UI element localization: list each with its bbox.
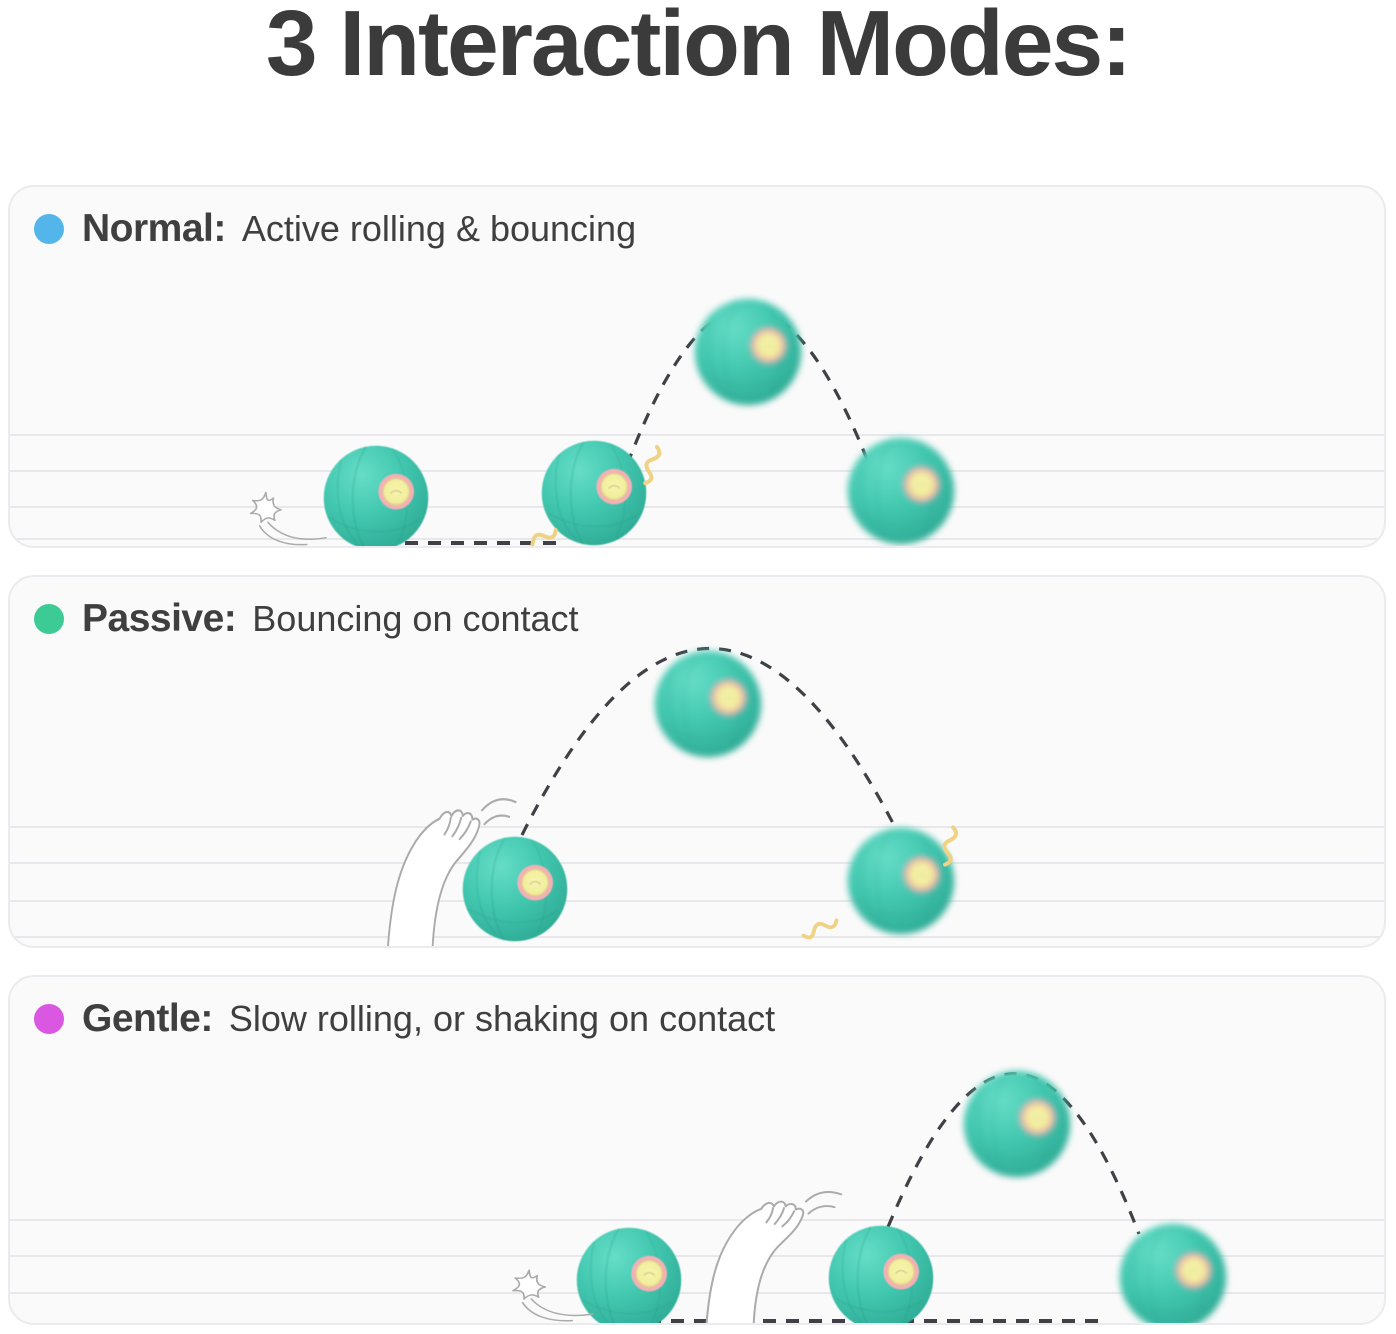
- mode-panel-passive: Passive: Bouncing on contact: [8, 575, 1386, 948]
- floor-line: [10, 470, 1384, 472]
- floor-line: [10, 538, 1384, 540]
- mode-color-dot-gentle: [34, 1004, 64, 1034]
- pet-ball-icon: [1117, 1221, 1229, 1325]
- impact-swoosh-icon: [243, 485, 333, 547]
- pet-ball-icon: [845, 435, 957, 547]
- mode-panel-normal: Normal: Active rolling & bouncing: [8, 185, 1386, 548]
- mode-label-passive: Passive:: [82, 597, 237, 640]
- floor-line: [10, 900, 1384, 902]
- floor-line: [10, 434, 1384, 436]
- floor-line: [10, 936, 1384, 938]
- floor-line: [10, 862, 1384, 864]
- pet-ball-icon: [692, 296, 804, 408]
- impact-swoosh-icon: [505, 1263, 600, 1323]
- mode-label-gentle: Gentle:: [82, 997, 213, 1040]
- mode-description-passive: Bouncing on contact: [252, 598, 579, 639]
- vibration-squiggle-icon: [796, 908, 844, 948]
- pet-ball-icon: [321, 443, 431, 548]
- floor-line: [10, 506, 1384, 508]
- mode-color-dot-passive: [34, 604, 64, 634]
- floor-line: [10, 1292, 1384, 1294]
- mode-panel-gentle: Gentle: Slow rolling, or shaking on cont…: [8, 975, 1386, 1325]
- floor-line: [10, 1255, 1384, 1257]
- mode-description-normal: Active rolling & bouncing: [241, 208, 637, 249]
- mode-header-gentle: Gentle: Slow rolling, or shaking on cont…: [34, 997, 775, 1041]
- pet-ball-icon: [961, 1068, 1073, 1180]
- mode-header-normal: Normal: Active rolling & bouncing: [34, 207, 636, 251]
- mode-label-normal: Normal:: [82, 207, 226, 250]
- pet-ball-icon: [652, 648, 764, 760]
- mode-header-passive: Passive: Bouncing on contact: [34, 597, 579, 641]
- floor-line: [10, 1219, 1384, 1221]
- floor-line: [10, 826, 1384, 828]
- cat-paw-icon: [370, 790, 522, 948]
- mode-color-dot-normal: [34, 214, 64, 244]
- cat-paw-icon: [688, 1184, 848, 1324]
- mode-description-gentle: Slow rolling, or shaking on contact: [228, 998, 776, 1039]
- page-title: 3 Interaction Modes:: [265, 0, 1132, 95]
